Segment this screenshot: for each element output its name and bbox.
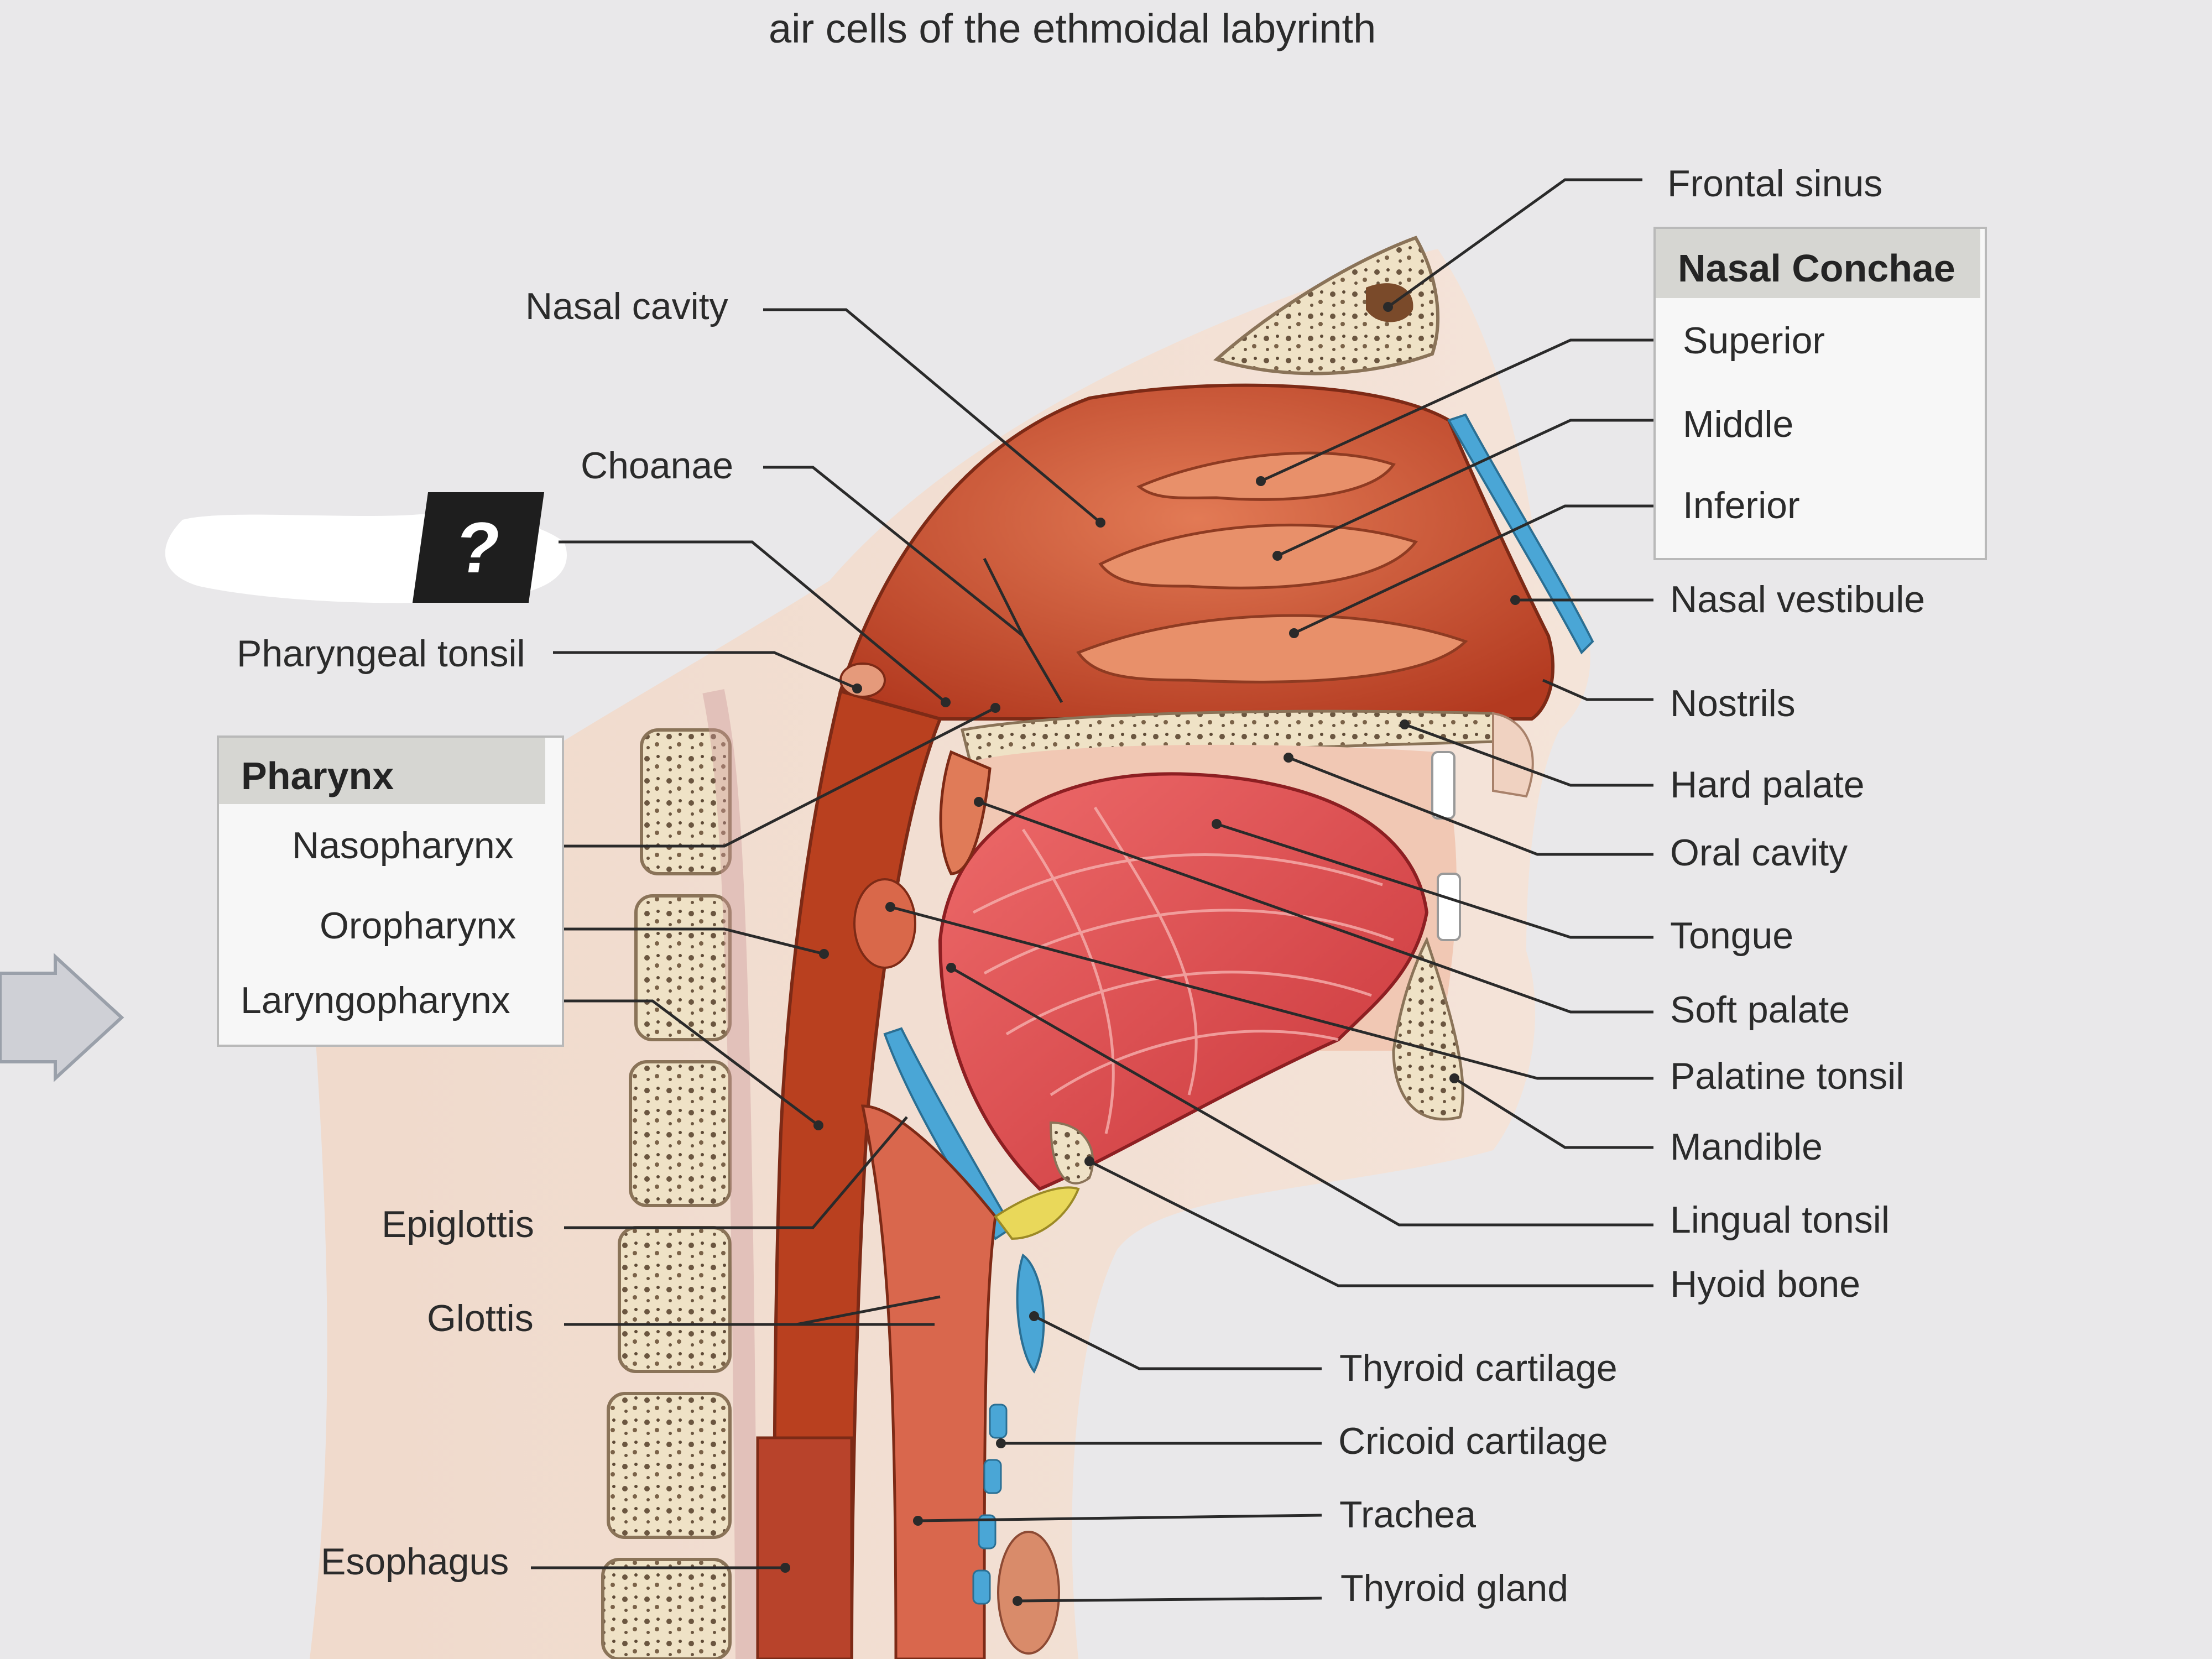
soft-palate-shape <box>939 750 992 875</box>
label-hard-palate: Hard palate <box>1670 764 1865 806</box>
palatine-tonsil-shape <box>853 878 916 969</box>
label-superior-concha: Superior <box>1683 320 1825 362</box>
label-oral-cavity: Oral cavity <box>1670 832 1848 874</box>
ethmoidal-caption: air cells of the ethmoidal labyrinth <box>769 6 1376 51</box>
middle-concha <box>1098 523 1418 589</box>
hidden-label-box: ? <box>412 492 545 603</box>
upper-lip <box>1492 712 1534 798</box>
inferior-concha <box>1076 614 1468 684</box>
nasal-conchae-box-title: Nasal Conchae <box>1656 229 1980 298</box>
label-thyroid-gland: Thyroid gland <box>1340 1567 1569 1609</box>
pointer-arrow-icon <box>0 953 124 1082</box>
mandible-shape <box>1392 936 1464 1121</box>
label-pharyngeal-tonsil: Pharyngeal tonsil <box>237 633 525 675</box>
tongue-muscle-fibers <box>972 806 1394 1134</box>
label-lingual-tonsil: Lingual tonsil <box>1670 1199 1890 1241</box>
label-nasopharynx: Nasopharynx <box>292 825 514 867</box>
label-middle-concha: Middle <box>1683 403 1794 445</box>
esophagus-shape <box>756 1436 853 1659</box>
label-choanae: Choanae <box>581 445 734 487</box>
label-tongue: Tongue <box>1670 915 1794 957</box>
tongue-shape <box>938 772 1429 1191</box>
upper-tooth <box>1431 751 1455 820</box>
label-epiglottis: Epiglottis <box>382 1203 534 1245</box>
label-inferior-concha: Inferior <box>1683 484 1800 526</box>
frontal-bone <box>1213 236 1439 375</box>
label-esophagus: Esophagus <box>321 1541 509 1583</box>
label-mandible: Mandible <box>1670 1126 1823 1168</box>
label-palatine-tonsil: Palatine tonsil <box>1670 1055 1905 1097</box>
label-soft-palate: Soft palate <box>1670 989 1850 1031</box>
label-oropharynx: Oropharynx <box>320 905 517 947</box>
tracheal-rings <box>972 1404 1008 1605</box>
label-trachea: Trachea <box>1339 1494 1476 1536</box>
pharynx-box-title: Pharynx <box>219 738 545 804</box>
vertebral-column <box>601 689 758 1659</box>
label-cricoid-cartilage: Cricoid cartilage <box>1338 1420 1608 1462</box>
label-thyroid-cartilage: Thyroid cartilage <box>1339 1347 1618 1389</box>
yellow-membrane <box>994 1186 1080 1240</box>
pharyngeal-tonsil-shape <box>839 662 886 698</box>
label-nostrils: Nostrils <box>1670 682 1796 724</box>
label-nasal-vestibule: Nasal vestibule <box>1670 578 1926 620</box>
label-nasal-cavity: Nasal cavity <box>525 285 728 327</box>
thyroid-gland-shape <box>997 1531 1060 1655</box>
label-frontal-sinus: Frontal sinus <box>1667 163 1883 205</box>
leader-dots <box>780 302 1520 1606</box>
leader-lines <box>531 178 1665 1603</box>
superior-concha <box>1136 451 1396 501</box>
label-laryngopharynx: Laryngopharynx <box>241 979 510 1021</box>
label-hyoid-bone: Hyoid bone <box>1670 1263 1861 1305</box>
hyoid-bone-shape <box>1049 1121 1094 1185</box>
label-glottis: Glottis <box>427 1297 534 1339</box>
nasal-cartilage <box>1447 413 1594 655</box>
lower-tooth <box>1437 873 1461 941</box>
